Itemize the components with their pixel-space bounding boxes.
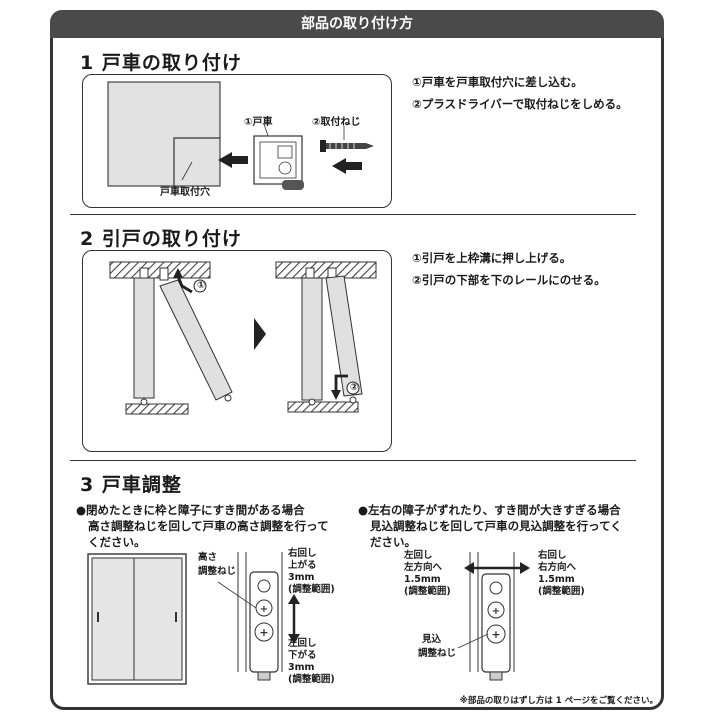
height-adjust-illustration: + +: [87, 552, 300, 685]
depth-right-turn-line-4: (調整範囲): [538, 586, 585, 597]
section2-step-1: ①引戸を上枠溝に押し上げる。: [412, 251, 572, 265]
height-left-turn-line-2: 下がる: [288, 650, 317, 661]
divider-1: [70, 214, 636, 215]
svg-text:+: +: [260, 604, 268, 615]
height-right-turn-line-2: 上がる: [288, 560, 317, 571]
section2-title: 2 引戸の取り付け: [80, 228, 242, 250]
roller-label: ①戸車: [244, 117, 273, 128]
depth-adjust-illustration: + +: [457, 552, 530, 681]
height-left-turn-line-4: (調整範囲): [288, 674, 335, 685]
section1-title: 1 戸車の取り付け: [80, 52, 242, 74]
svg-text:+: +: [259, 626, 268, 639]
depth-screw-label-1: 見込: [422, 634, 442, 645]
hole-label: 戸車取付穴: [160, 187, 210, 198]
section1-step-2: ②プラスドライバーで取付ねじをしめる。: [412, 97, 628, 111]
height-right-turn-line-1: 右回し: [288, 548, 317, 559]
section1-step-1: ①戸車を戸車取付穴に差し込む。: [412, 75, 583, 89]
height-left-turn-line-3: 3mm: [288, 662, 315, 673]
section3-title: 3 戸車調整: [80, 474, 182, 496]
page-title: 部品の取り付け方: [50, 10, 664, 38]
height-screw-label-2: 調整ねじ: [198, 566, 237, 577]
step-marker-1: ①: [197, 280, 206, 291]
depth-adjust-line-2: 見込調整ねじを回して戸車の見込調整を行ってく: [370, 519, 622, 533]
sliding-door-install-illustration: [109, 261, 377, 415]
height-right-turn-line-4: (調整範囲): [288, 584, 335, 595]
depth-right-turn-line-2: 右方向へ: [538, 562, 577, 573]
svg-text:+: +: [492, 606, 500, 617]
height-left-turn-line-1: 左回し: [288, 638, 317, 649]
depth-left-turn-line-2: 左方向へ: [404, 562, 443, 573]
depth-adjust-line-1: ●左右の障子がずれたり、すき間が大きすぎる場合: [358, 503, 621, 517]
depth-adjust-line-3: ださい。: [370, 535, 416, 549]
depth-left-turn-line-1: 左回し: [404, 550, 433, 561]
divider-2: [70, 460, 636, 461]
section2-step-2: ②引戸の下部を下のレールにのせる。: [412, 273, 606, 287]
footnote: ※部品の取りはずし方は 1 ページをご覧ください。: [459, 696, 658, 706]
height-adjust-line-3: ください。: [88, 535, 146, 549]
height-right-turn-line-3: 3mm: [288, 572, 315, 583]
height-screw-label-1: 高さ: [198, 552, 218, 563]
step-marker-2: ②: [350, 382, 359, 393]
depth-right-turn-line-1: 右回し: [538, 550, 567, 561]
roller-install-illustration: [107, 81, 374, 190]
depth-left-turn-line-4: (調整範囲): [404, 586, 451, 597]
depth-screw-label-2: 調整ねじ: [418, 648, 457, 659]
height-adjust-line-1: ●閉めたときに枠と障子にすき間がある場合: [76, 503, 305, 517]
height-adjust-line-2: 高さ調整ねじを回して戸車の高さ調整を行って: [88, 519, 329, 533]
depth-right-turn-line-3: 1.5mm: [538, 574, 575, 585]
svg-text:+: +: [491, 628, 500, 641]
depth-left-turn-line-3: 1.5mm: [404, 574, 441, 585]
screw-label: ②取付ねじ: [312, 117, 361, 128]
